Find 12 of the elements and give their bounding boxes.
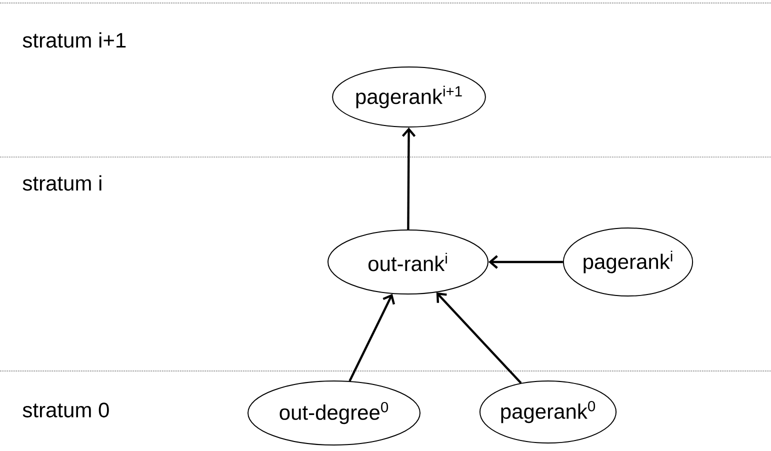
ellipse-node: pagerank$^{i+1}$ [332,66,486,128]
ellipse-node: pagerank$^{0}$ [479,380,617,444]
ellipse-node: out-rank$^{i}$ [328,230,488,294]
ellipse-node: out-degree$^{0}$ [248,380,420,446]
arrow [402,128,416,230]
ellipse-node: pagerank$^{i}$ [562,228,694,296]
arrow [488,255,563,269]
arrow [348,294,396,382]
stratum-label: stratum i+1 [22,32,126,48]
arrow [436,292,522,384]
stratum-label: stratum i [22,175,102,191]
stratum-label: stratum 0 [22,402,109,418]
